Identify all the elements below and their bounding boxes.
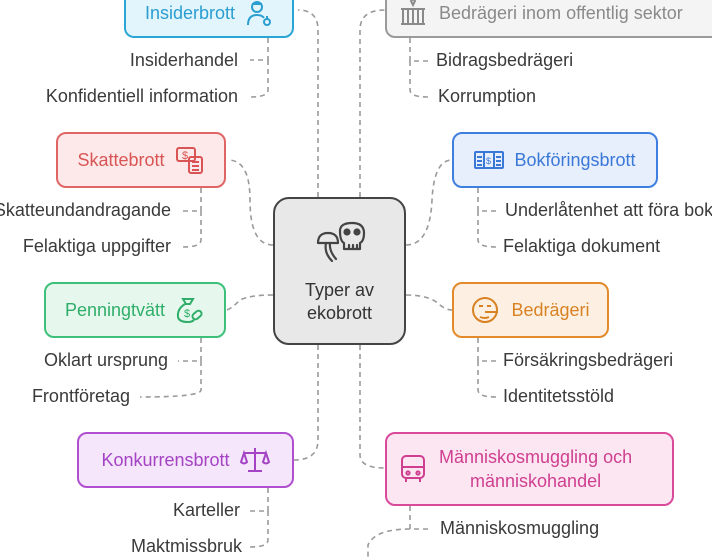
sub-karteller: Karteller	[172, 500, 240, 520]
svg-text:$: $	[184, 308, 190, 320]
scales-icon	[239, 445, 270, 475]
bus-icon	[399, 454, 427, 484]
insider-user-icon	[245, 0, 273, 27]
node-skattebrott[interactable]: Skattebrott $	[56, 132, 226, 188]
node-label: Skattebrott	[77, 149, 165, 170]
node-manniskosmuggling[interactable]: Människosmuggling och människohandel	[385, 432, 674, 506]
sub-oklart-ursprung: Oklart ursprung	[43, 350, 168, 370]
node-label: Bedrägeri	[511, 299, 590, 320]
ledger-icon: $	[474, 149, 505, 171]
center-title-line2: ekobrott	[306, 303, 373, 323]
government-building-icon	[399, 0, 427, 27]
node-label: Konkurrensbrott	[101, 449, 230, 470]
sub-manniskosmuggling: Människosmuggling	[440, 518, 600, 538]
sub-underlatenhet: Underlåtenhet att föra bok	[505, 200, 712, 220]
sub-skatteundandragande: Skatteundandragande	[0, 200, 171, 220]
node-label-line2: människohandel	[470, 471, 602, 491]
sub-felaktiga-uppgifter: Felaktiga uppgifter	[22, 236, 171, 256]
node-label: Penningtvätt	[64, 299, 166, 320]
node-label: Bedrägeri inom offentlig sektor	[439, 2, 683, 23]
sub-felaktiga-dokument: Felaktiga dokument	[503, 236, 661, 256]
node-bedrageri[interactable]: Bedrägeri	[452, 282, 609, 338]
sub-frontforetag: Frontföretag	[31, 386, 130, 406]
lying-face-icon	[471, 295, 501, 325]
tax-money-icon: $	[175, 145, 205, 175]
node-offentlig-sektor[interactable]: Bedrägeri inom offentlig sektor	[385, 0, 712, 38]
node-label: Insiderbrott	[144, 2, 236, 23]
node-penningtvatt[interactable]: Penningtvätt $	[44, 282, 226, 338]
node-konkurrensbrott[interactable]: Konkurrensbrott	[77, 432, 294, 488]
node-insiderbrott[interactable]: Insiderbrott	[124, 0, 294, 38]
sub-bidragsbedrageri: Bidragsbedrägeri	[436, 50, 574, 70]
svg-text:$: $	[182, 150, 188, 162]
center-node: Typer av ekobrott	[273, 197, 406, 345]
center-title-line1: Typer av	[304, 280, 375, 300]
sub-maktmissbruk: Maktmissbruk	[130, 536, 242, 556]
sub-forsakringsbedrageri: Försäkringsbedrägeri	[503, 350, 674, 370]
node-bokforingsbrott[interactable]: $ Bokföringsbrott	[452, 132, 658, 188]
sub-konfidentiell-information: Konfidentiell information	[45, 86, 238, 106]
skull-mushroom-icon	[312, 217, 368, 271]
sub-korrumption: Korrumption	[438, 86, 537, 106]
node-label-line1: Människosmuggling och	[439, 447, 633, 467]
node-label: Bokföringsbrott	[514, 149, 636, 170]
money-bag-icon: $	[175, 295, 205, 325]
svg-text:$: $	[486, 156, 491, 166]
sub-identitetsstold: Identitetsstöld	[503, 386, 615, 406]
sub-insiderhandel: Insiderhandel	[129, 50, 238, 70]
